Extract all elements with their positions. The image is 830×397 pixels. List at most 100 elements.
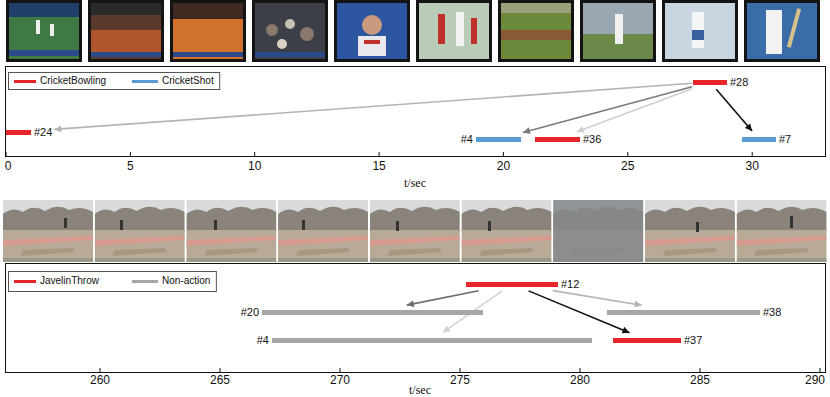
illustration-shape (501, 3, 571, 13)
legend-label: CricketBowling (40, 75, 106, 87)
illustration-shape (501, 30, 571, 40)
illustration-shape (6, 0, 82, 62)
illustration-shape (334, 0, 410, 62)
illustration-shape (737, 200, 827, 262)
illustration-shape (9, 272, 217, 292)
illustration-shape (9, 3, 79, 17)
segment-bar (466, 282, 558, 287)
action-segment: #7 (742, 133, 791, 146)
illustration-shape (362, 15, 382, 35)
similarity-arrow (54, 83, 692, 129)
illustration-shape (255, 52, 325, 57)
tick-label: 280 (570, 373, 590, 387)
action-segment: #4 (461, 133, 521, 146)
illustration-shape (334, 0, 410, 62)
legend-swatch (14, 80, 36, 83)
illustration-shape (170, 0, 246, 62)
illustration-shape (419, 3, 489, 59)
tick-label: 270 (330, 373, 350, 387)
action-segment: #38 (607, 306, 781, 319)
tick-label: 285 (690, 373, 710, 387)
segment-number: #4 (257, 334, 269, 347)
tick-label: 20 (497, 159, 510, 173)
illustration-shape (64, 218, 67, 228)
segment-number: #7 (779, 133, 791, 146)
illustration-shape (580, 368, 581, 372)
illustration-shape (95, 200, 185, 262)
illustration-shape (744, 0, 820, 62)
illustration-shape (91, 30, 161, 52)
segment-number: #20 (241, 306, 259, 319)
segment-number: #38 (763, 306, 781, 319)
illustration-shape (580, 0, 656, 62)
similarity-arrow (577, 89, 692, 132)
illustration-shape (790, 216, 793, 228)
illustration-shape (379, 152, 380, 156)
illustration-shape (120, 220, 123, 230)
action-segment: #24 (6, 126, 52, 139)
axis-title: t/sec (404, 176, 426, 190)
action-segment: #4 (257, 334, 592, 347)
illustration-shape (220, 368, 221, 372)
illustration-shape (340, 368, 341, 372)
illustration-shape (302, 220, 305, 230)
illustration-shape (337, 3, 407, 59)
illustration-shape (6, 0, 82, 62)
illustration-shape (744, 0, 820, 62)
illustration-shape (100, 368, 820, 372)
illustration-shape (278, 200, 368, 262)
action-segment: #12 (466, 278, 579, 291)
action-segment: #36 (535, 133, 601, 146)
segment-bar (262, 310, 483, 315)
illustration-shape (665, 3, 735, 59)
illustration-shape (88, 0, 164, 62)
segment-number: #4 (461, 133, 473, 146)
illustration-shape (6, 264, 826, 373)
illustration-shape (364, 40, 380, 44)
segment-bar (613, 338, 681, 343)
illustration-shape (358, 36, 386, 56)
segment-bar (272, 338, 592, 343)
illustration-shape (277, 39, 287, 49)
illustration-shape (787, 8, 801, 48)
tick-label: 260 (90, 373, 110, 387)
illustration-shape (252, 0, 328, 62)
illustration-shape (254, 152, 255, 156)
illustration-shape (416, 0, 492, 62)
tick-label: 15 (372, 159, 385, 173)
illustration-shape (255, 3, 325, 59)
illustration-shape (252, 0, 328, 62)
illustration-shape (820, 368, 821, 372)
illustration-shape (553, 200, 643, 262)
illustration-shape (50, 24, 54, 36)
illustration-shape (3, 200, 93, 262)
segment-bar (6, 130, 31, 135)
illustration-shape (498, 0, 574, 62)
action-segment: #28 (693, 76, 748, 89)
illustration-shape (692, 30, 704, 40)
illustration-shape (498, 0, 574, 62)
tick-label: 5 (127, 159, 134, 173)
illustration-shape (9, 50, 79, 56)
illustration-shape (6, 152, 7, 156)
tick-label: 290 (805, 373, 825, 387)
illustration-shape (100, 368, 101, 372)
illustration-shape (91, 3, 161, 15)
illustration-shape (9, 73, 220, 90)
illustration-shape (6, 152, 752, 156)
illustration-shape (396, 221, 399, 231)
illustration-shape (186, 200, 276, 262)
illustration-shape (580, 0, 656, 62)
illustration-shape (214, 220, 217, 230)
illustration-shape (752, 152, 753, 156)
segment-number: #28 (730, 76, 748, 89)
similarity-arrow (716, 89, 752, 131)
illustration-shape (662, 0, 738, 62)
illustration-shape (471, 18, 477, 44)
illustration-shape (696, 222, 699, 232)
illustration-shape (645, 200, 735, 262)
illustration-shape (91, 52, 161, 57)
legend-swatch (132, 280, 158, 283)
tick-label: 0 (5, 159, 12, 173)
illustration-shape (462, 200, 552, 262)
